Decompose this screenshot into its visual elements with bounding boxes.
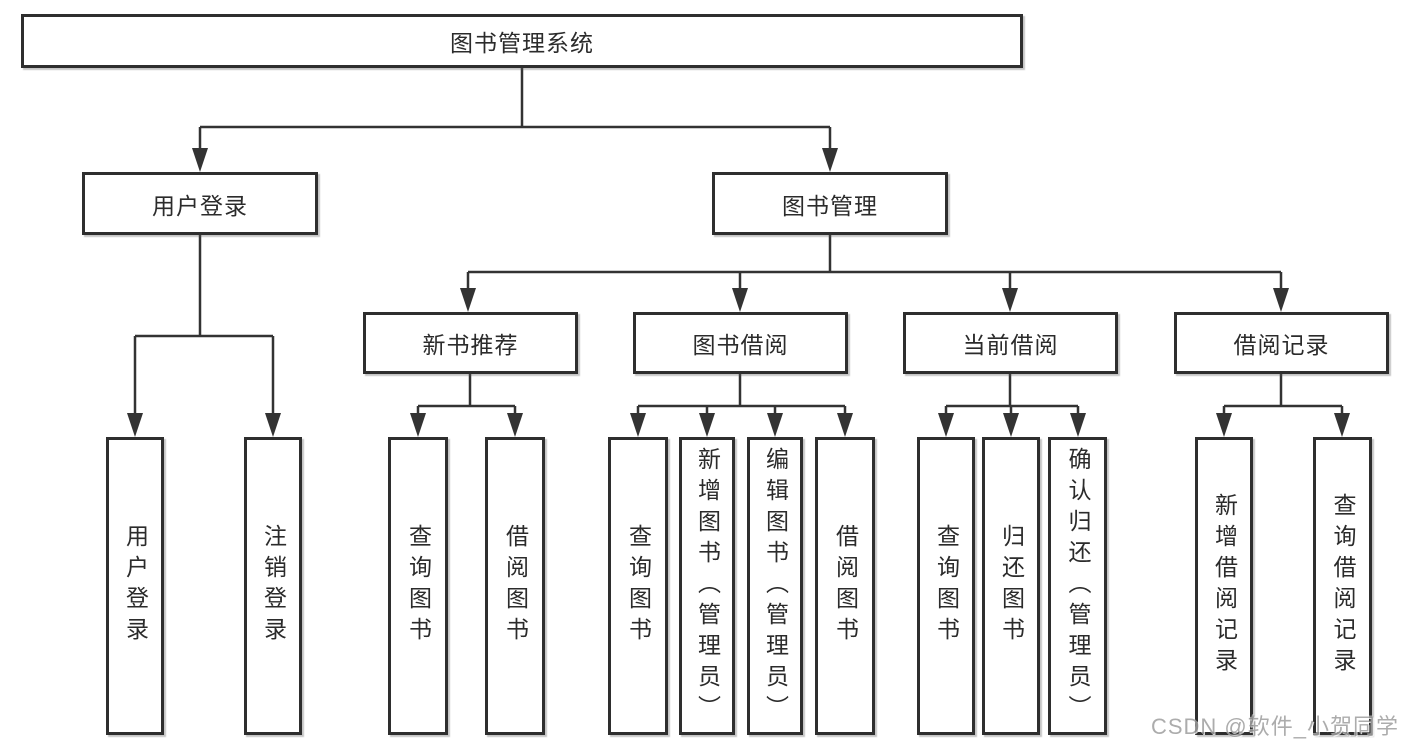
leaf-query-books-recommend-label: 查询图书 — [405, 524, 432, 648]
node-new-book-recommend-label: 新书推荐 — [422, 332, 519, 358]
leaf-query-books-borrow: 查询图书 — [608, 437, 668, 735]
leaf-confirm-return-admin: 确认归还（管理员） — [1048, 437, 1107, 735]
leaf-query-borrow-record-label: 查询借阅记录 — [1330, 493, 1356, 679]
leaf-return-books: 归还图书 — [982, 437, 1040, 735]
node-book-borrowing: 图书借阅 — [633, 312, 848, 374]
node-borrowing-records: 借阅记录 — [1174, 312, 1389, 374]
leaf-user-login: 用户登录 — [106, 437, 164, 735]
node-borrowing-records-label: 借阅记录 — [1233, 332, 1330, 358]
leaf-add-borrow-record: 新增借阅记录 — [1195, 437, 1253, 735]
node-new-book-recommend: 新书推荐 — [363, 312, 578, 374]
node-library-system: 图书管理系统 — [21, 14, 1023, 68]
node-book-management: 图书管理 — [712, 172, 948, 235]
leaf-query-books-borrow-label: 查询图书 — [625, 524, 652, 648]
leaf-query-borrow-record: 查询借阅记录 — [1313, 437, 1372, 735]
leaf-user-login-label: 用户登录 — [122, 524, 149, 648]
leaf-edit-books-admin-label: 编辑图书（管理员） — [762, 446, 789, 726]
leaf-borrow-books-recommend-label: 借阅图书 — [502, 524, 529, 648]
leaf-logout-label: 注销登录 — [260, 524, 287, 648]
node-current-borrowing-label: 当前借阅 — [962, 332, 1059, 358]
leaf-borrow-books: 借阅图书 — [815, 437, 875, 735]
leaf-borrow-books-recommend: 借阅图书 — [485, 437, 545, 735]
leaf-query-books-current-label: 查询图书 — [933, 524, 960, 648]
leaf-query-books-current: 查询图书 — [917, 437, 975, 735]
leaf-logout: 注销登录 — [244, 437, 302, 735]
node-current-borrowing: 当前借阅 — [903, 312, 1118, 374]
node-book-borrowing-label: 图书借阅 — [692, 332, 789, 358]
leaf-add-books-admin: 新增图书（管理员） — [679, 437, 735, 735]
leaf-add-books-admin-label: 新增图书（管理员） — [694, 446, 721, 726]
leaf-confirm-return-admin-label: 确认归还（管理员） — [1065, 446, 1091, 726]
node-library-system-label: 图书管理系统 — [450, 30, 594, 56]
leaf-borrow-books-label: 借阅图书 — [832, 524, 859, 648]
node-user-login-label: 用户登录 — [152, 192, 248, 219]
leaf-query-books-recommend: 查询图书 — [388, 437, 448, 735]
leaf-edit-books-admin: 编辑图书（管理员） — [747, 437, 803, 735]
csdn-watermark: CSDN @软件_小贺同学 — [1150, 714, 1399, 739]
node-user-login: 用户登录 — [82, 172, 318, 235]
leaf-add-borrow-record-label: 新增借阅记录 — [1211, 493, 1238, 679]
leaf-return-books-label: 归还图书 — [998, 524, 1025, 648]
node-book-management-label: 图书管理 — [782, 192, 878, 219]
